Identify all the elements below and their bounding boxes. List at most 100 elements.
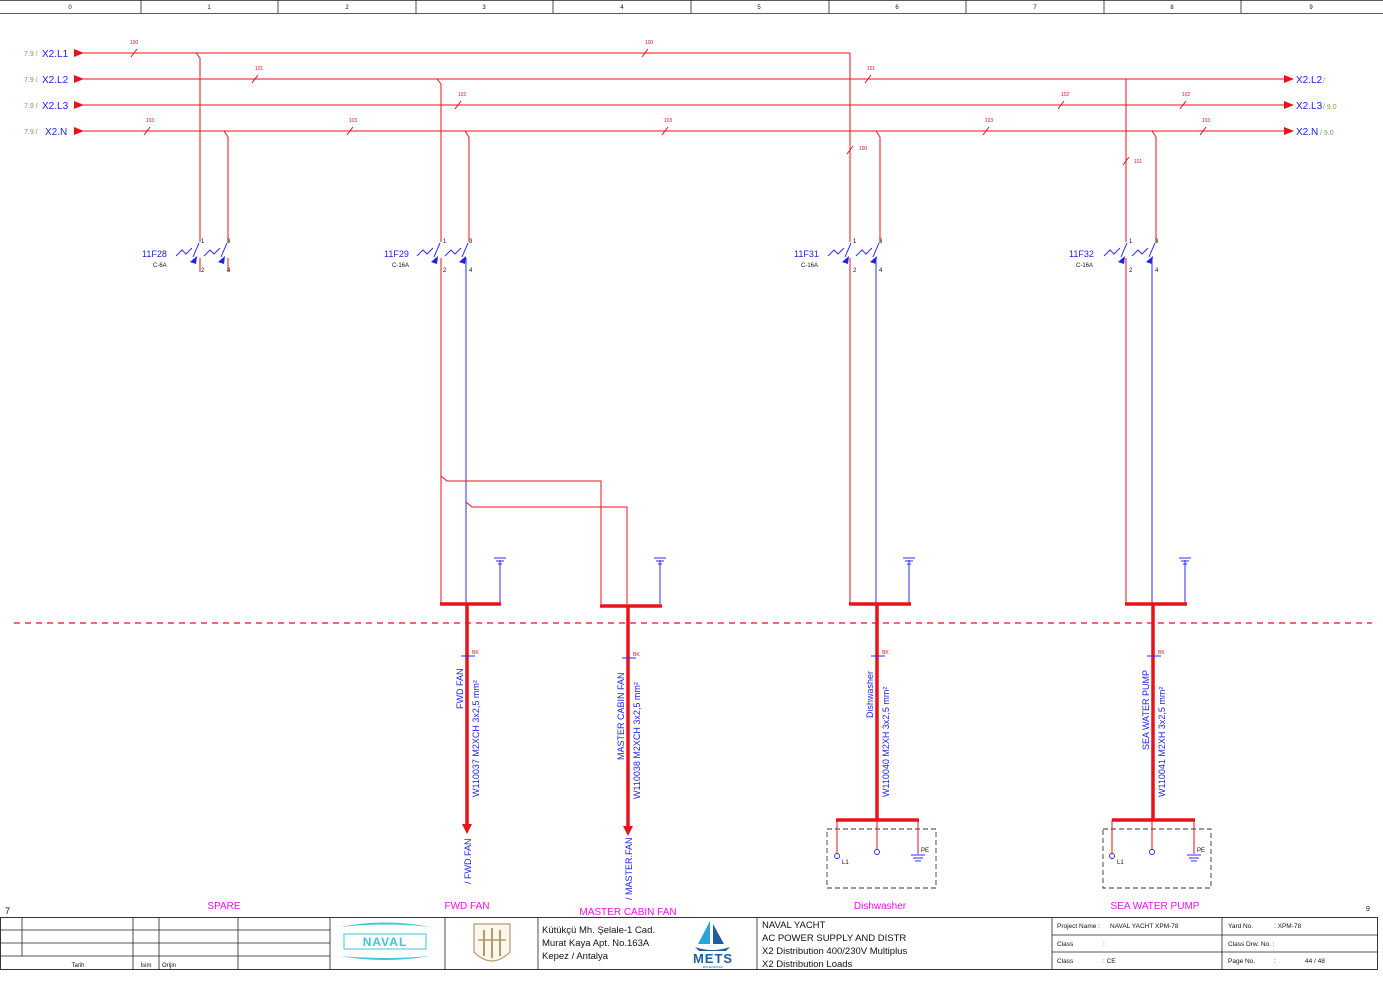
breaker-rating: C-16A (801, 263, 818, 269)
incoming-line-label: X2.L1 (42, 49, 69, 60)
class-value: : (1103, 941, 1105, 948)
wire-number: 100 (130, 40, 139, 46)
core-label: BK (1158, 650, 1165, 656)
incoming-line-ref: 7.9 / (24, 51, 38, 58)
mets-logo: METS MÜHENDİSLİK (693, 921, 733, 969)
cable-collectors (440, 557, 1195, 836)
project-name-label: Project Name : (1057, 923, 1100, 930)
wire-number: 103 (985, 118, 994, 124)
wire-number: 103 (146, 118, 155, 124)
column-ruler: 0 1 2 3 4 5 6 7 8 9 (0, 0, 1383, 14)
incoming-line-labels: 7.9 / X2.L1 7.9 / X2.L2 7.9 / X2.L3 7.9 … (24, 49, 69, 138)
breaker-11F31: 11F31 C-16A 1 2 3 4 (794, 53, 883, 604)
pin-label: 2 (1129, 268, 1133, 274)
breaker-tag: 11F29 (384, 249, 409, 259)
pin-label: 1 (201, 239, 205, 245)
outgoing-line-label: X2.L3 (1296, 101, 1323, 112)
pin-label: 4 (1155, 268, 1159, 274)
class-drw-no-label: Class Drw. No. : (1228, 941, 1275, 948)
wire-number: 103 (1202, 118, 1211, 124)
yard-no-value: : XPM-78 (1274, 923, 1301, 930)
column-number: 6 (895, 5, 899, 11)
address-line: Kütükçü Mh. Şelale-1 Cad. (542, 925, 655, 936)
column-number: 9 (1309, 5, 1313, 11)
address-line: Murat Kaya Apt. No.163A (542, 938, 650, 949)
outgoing-line-label: X2.L2 (1296, 75, 1323, 86)
revision-header-date: Tarih (71, 963, 84, 969)
cable-spec: W110041 M2XH 3x2,5 mm² (1157, 687, 1167, 797)
column-number: 8 (1170, 5, 1174, 11)
crest-logo (473, 923, 511, 962)
busbars: 100 100 101 101 102 102 102 103 103 103 … (74, 40, 1294, 166)
drawing-description: NAVAL YACHT (762, 920, 826, 931)
terminal-pe: PE (1197, 848, 1205, 854)
wire-number: 103 (664, 118, 673, 124)
pin-label: 2 (443, 268, 447, 274)
pin-label: 3 (227, 239, 231, 245)
cable-spec: W110037 M2XCH 3x2,5 mm² (471, 680, 481, 797)
wire-number: 102 (1182, 92, 1191, 98)
pin-label: 3 (1155, 239, 1159, 245)
naval-logo-text: NAVAL (363, 935, 408, 949)
incoming-line-ref: 7.9 / (24, 129, 38, 136)
mets-logo-text: METS (693, 951, 733, 966)
drawing-description: AC POWER SUPPLY AND DISTR (762, 933, 906, 944)
wire-number: 102 (1061, 92, 1070, 98)
pin-label: 2 (201, 268, 205, 274)
core-markers: BK BK BK BK (461, 650, 1165, 659)
revision-header-name: İsim (141, 962, 152, 969)
pin-label: 4 (879, 268, 883, 274)
drawing-description: X2 Distribution 400/230V Multiplus (762, 946, 907, 957)
breaker-rating: C-16A (1076, 263, 1093, 269)
wire-number: 100 (859, 146, 868, 152)
incoming-line-label: X2.N (45, 127, 67, 138)
page-no-value: 44 / 48 (1305, 958, 1325, 965)
incoming-line-label: X2.L3 (42, 101, 69, 112)
mets-logo-subtext: MÜHENDİSLİK (703, 964, 724, 969)
outgoing-line-labels: X2.L2 / X2.L3 / 9.0 X2.N / 9.0 (1296, 75, 1337, 138)
core-label: BK (472, 650, 479, 656)
cable-name: SEA WATER PUMP (1141, 670, 1151, 750)
pin-label: 1 (443, 239, 447, 245)
wire-number: 100 (645, 40, 654, 46)
consumer-label: Dishwasher (854, 901, 907, 912)
consumer-label: MASTER CABIN FAN (579, 907, 676, 918)
cable-labels: FWD FAN W110037 M2XCH 3x2,5 mm² / FWD.FA… (455, 669, 1167, 901)
core-label: BK (882, 650, 889, 656)
pin-label: 3 (469, 239, 473, 245)
outgoing-line-ref: / 9.0 (1320, 130, 1334, 137)
breaker-rating: C-6A (153, 263, 167, 269)
revision-header-origin: Orijin (162, 963, 176, 969)
address-line: Kepez / Antalya (542, 951, 609, 962)
cable-spec: W110038 M2XCH 3x2,5 mm² (632, 682, 642, 799)
cable-end-label: / FWD.FAN (463, 839, 473, 885)
cable-name: MASTER CABIN FAN (616, 672, 626, 760)
class-value: : CE (1103, 958, 1116, 965)
yard-no-label: Yard No. (1228, 923, 1253, 930)
consumer-terminal-boxes: L1 PE L1 PE (826, 820, 1212, 889)
column-number: 2 (345, 5, 349, 11)
wire-number: 102 (458, 92, 467, 98)
pin-label: 1 (1129, 239, 1133, 245)
terminal-pe: PE (921, 848, 929, 854)
drawing-description: X2 Distribution Loads (762, 959, 853, 970)
breaker-11F32: 11F32 C-16A 1 2 3 4 (1069, 79, 1159, 604)
pin-label: 3 (879, 239, 883, 245)
row-label-right: 9 (1366, 906, 1370, 913)
column-number: 7 (1033, 5, 1037, 11)
column-number: 4 (620, 5, 624, 11)
breaker-tag: 11F28 (142, 249, 167, 259)
class-label: Class (1057, 958, 1074, 965)
breaker-tag: 11F31 (794, 249, 819, 259)
wire-number: 101 (867, 66, 876, 72)
consumer-names: SPARE FWD FAN MASTER CABIN FAN Dishwashe… (207, 901, 1199, 918)
title-block: Tarih İsim Orijin NAVAL Kütükçü Mh. Şela… (0, 917, 1378, 970)
pin-label: 1 (853, 239, 857, 245)
cable-end-label: / MASTER.FAN (624, 837, 634, 900)
pin-label: 2 (853, 268, 857, 274)
wire-number: 101 (1134, 159, 1143, 165)
breaker-rating: C-16A (392, 263, 409, 269)
breaker-11F29: 11F29 C-16A 1 2 3 4 (384, 78, 628, 604)
